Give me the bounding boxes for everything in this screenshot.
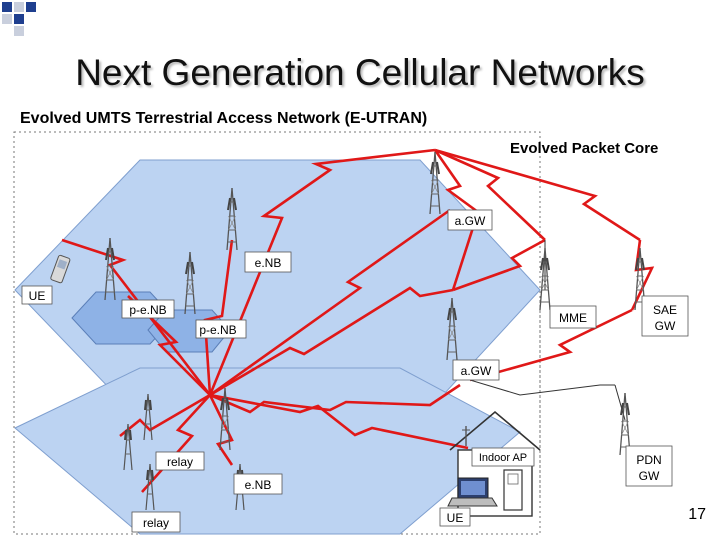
ue-bottom-label: UE <box>447 511 464 525</box>
penb-1-label: p-e.NB <box>129 303 166 317</box>
penb-1-label-box: p-e.NB <box>121 299 175 319</box>
radio-links <box>61 148 655 493</box>
pdn-gw-label-line1: PDN <box>636 453 661 467</box>
sae-gw-label-line1: SAE <box>653 303 677 317</box>
mme-label-box: MME <box>549 305 597 329</box>
agw-top-label-box: a.GW <box>447 209 493 231</box>
agw-mid-label: a.GW <box>461 364 492 378</box>
relay-upper-label: relay <box>167 455 193 469</box>
page-number: 17 <box>688 506 706 523</box>
epc-heading: Evolved Packet Core <box>510 140 658 157</box>
sae-gw-label-line2: GW <box>655 319 676 333</box>
enb-upper-label: e.NB <box>255 256 282 270</box>
relay-lower-label-box: relay <box>131 511 181 533</box>
indoor-ap-label-box: Indoor AP <box>471 447 535 467</box>
laptop-icon <box>447 477 498 507</box>
mme-label: MME <box>559 311 587 325</box>
ue-left-label-box: UE <box>21 285 53 305</box>
ue-left-label: UE <box>29 289 46 303</box>
corner-squares <box>2 2 36 36</box>
sae-gw-label-box: SAE GW <box>641 295 689 337</box>
pdn-gw-label-line2: GW <box>639 469 660 483</box>
penb-2-label: p-e.NB <box>199 323 236 337</box>
lower-cell-area <box>14 367 521 535</box>
enb-lower-label-box: e.NB <box>233 473 283 495</box>
eutran-heading: Evolved UMTS Terrestrial Access Network … <box>20 110 428 127</box>
enb-upper-label-box: e.NB <box>244 251 292 273</box>
pdn-gw-label-box: PDN GW <box>625 445 673 487</box>
enb-lower-label: e.NB <box>245 478 272 492</box>
indoor-ap-label: Indoor AP <box>479 452 527 464</box>
agw-mid-label-box: a.GW <box>452 359 500 381</box>
relay-upper-label-box: relay <box>155 451 205 471</box>
slide-title: Next Generation Cellular Networks <box>75 52 645 93</box>
penb-2-label-box: p-e.NB <box>195 319 247 339</box>
ue-phone-icon <box>50 254 71 284</box>
ue-bottom-label-box: UE <box>439 507 471 527</box>
relay-lower-label: relay <box>143 516 169 530</box>
agw-top-label: a.GW <box>455 214 486 228</box>
